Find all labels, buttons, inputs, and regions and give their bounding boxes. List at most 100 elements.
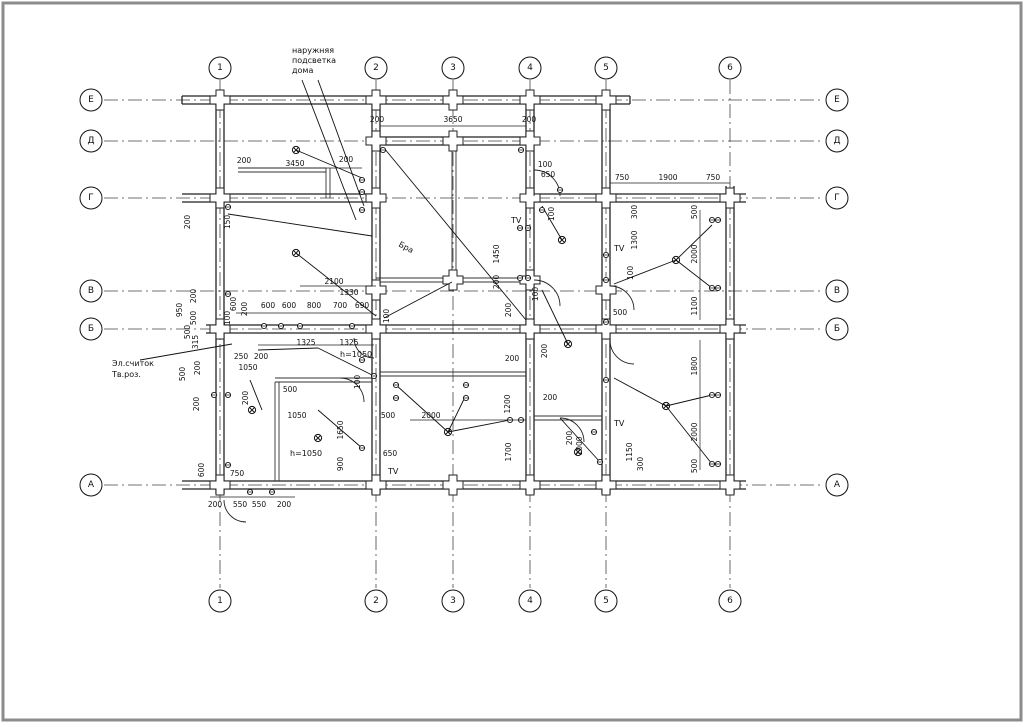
walls	[181, 95, 746, 494]
bubble-right-A-label: А	[834, 480, 841, 490]
wall-axis-E	[182, 95, 630, 105]
bubble-top-3-label: 3	[450, 63, 456, 73]
socket-icon	[602, 251, 610, 259]
partition-vertical	[274, 382, 280, 481]
bubble-bottom-6	[718, 589, 742, 613]
note-h1050-b: h=1050	[290, 449, 322, 458]
dim-200-mc: 200	[192, 397, 201, 412]
sockets	[210, 146, 722, 496]
socket-icon	[296, 322, 304, 330]
bubble-right-D-label: Д	[833, 136, 840, 146]
bubble-bottom-1-label: 1	[217, 596, 223, 606]
bubble-left-E-label: Е	[88, 95, 94, 105]
socket-icon	[224, 290, 232, 298]
socket-icon	[517, 146, 525, 154]
socket-icon	[602, 376, 610, 384]
leader-outdoor-1	[301, 79, 357, 221]
wall-axis-3-inner	[451, 145, 457, 278]
dim-1650: 1650	[336, 420, 345, 439]
dim-200-left: 200	[237, 156, 252, 165]
socket-icon	[462, 381, 470, 389]
wire-4	[383, 281, 453, 319]
dim-3450: 3450	[285, 159, 304, 168]
lamps	[247, 145, 681, 457]
wall-post-12	[519, 318, 541, 340]
socket-icon	[370, 372, 378, 380]
dim-100-v: 100	[223, 311, 232, 326]
wire-8	[675, 224, 713, 261]
dim-100-g: 100	[547, 207, 556, 222]
bubble-left-A	[79, 473, 103, 497]
wall-post-16	[365, 474, 387, 496]
bubble-bottom-3-label: 3	[450, 596, 456, 606]
socket-icon	[358, 188, 366, 196]
ceiling-lamp-icon	[247, 405, 257, 415]
note-outdoor-line1: наружняя	[292, 46, 334, 55]
dim-200-c: 200	[492, 275, 501, 290]
wire-11	[665, 394, 713, 407]
bubble-right-B	[825, 317, 849, 341]
wire-15	[447, 394, 467, 433]
wall-post-5	[209, 187, 231, 209]
dim-600-a: 600	[197, 463, 206, 478]
wall-post-1	[365, 89, 387, 111]
bubble-right-V	[825, 279, 849, 303]
socket-icon	[708, 284, 716, 292]
door-swing-7	[353, 337, 375, 359]
wire-7	[613, 259, 677, 285]
door-swing-2	[533, 279, 561, 307]
bubble-left-A-label: А	[88, 480, 95, 490]
socket-icon	[714, 284, 722, 292]
partition-bath	[380, 371, 526, 377]
dim-2000-mb: 2000	[690, 422, 699, 441]
wall-post-8	[595, 187, 617, 209]
dim-200-bd: 200	[240, 302, 249, 317]
socket-icon	[358, 444, 366, 452]
wire-9	[675, 259, 713, 289]
dim-1000: 1000	[575, 436, 584, 455]
dim-750-a: 750	[230, 469, 245, 478]
socket-icon	[277, 322, 285, 330]
dim-650: 650	[541, 170, 556, 179]
socket-icon	[714, 216, 722, 224]
dim-1900: 1900	[658, 173, 677, 182]
note-outdoor-line2: подсветка	[292, 56, 336, 65]
dim-100-b: 100	[382, 309, 391, 324]
bubble-left-B-label: Б	[88, 324, 94, 334]
bubble-bottom-1	[208, 589, 232, 613]
bubble-right-G-label: Г	[834, 193, 840, 203]
note-panel-line2: Тв.роз.	[111, 370, 141, 379]
wire-3	[383, 147, 527, 321]
dim-1330: 1330	[339, 288, 358, 297]
note-h1050-a: h=1050	[340, 350, 372, 359]
door-swing-5	[339, 377, 365, 403]
dim-2000-g: 2000	[690, 244, 699, 263]
dim-300-m: 300	[636, 457, 645, 472]
wall-axis-1	[215, 96, 225, 494]
dim-1150: 1150	[625, 442, 634, 461]
dim-900: 900	[336, 457, 345, 472]
dim-200-mg: 200	[241, 391, 250, 406]
wire-16	[317, 409, 363, 449]
leader-panel	[139, 343, 233, 361]
dim-600-v: 600	[229, 297, 238, 312]
dim-top-200a: 200	[370, 115, 385, 124]
dim-600b: 600	[282, 301, 297, 310]
dim-300-g: 300	[630, 205, 639, 220]
wire-19	[257, 347, 319, 351]
dim-600a: 600	[261, 301, 276, 310]
partition-hall	[275, 377, 372, 383]
wire-5	[541, 205, 563, 241]
posts	[209, 89, 741, 496]
wall-axis-5-top	[601, 96, 611, 194]
dim-200-md: 200	[505, 354, 520, 363]
bubble-top-6-label: 6	[727, 63, 733, 73]
dim-200-ab: 200	[277, 500, 292, 509]
wire-sconce	[227, 213, 373, 237]
dim-750a: 750	[615, 173, 630, 182]
dim-200-v: 200	[189, 289, 198, 304]
dim-500-g: 500	[690, 205, 699, 220]
wiring	[139, 79, 713, 465]
socket-icon	[602, 276, 610, 284]
